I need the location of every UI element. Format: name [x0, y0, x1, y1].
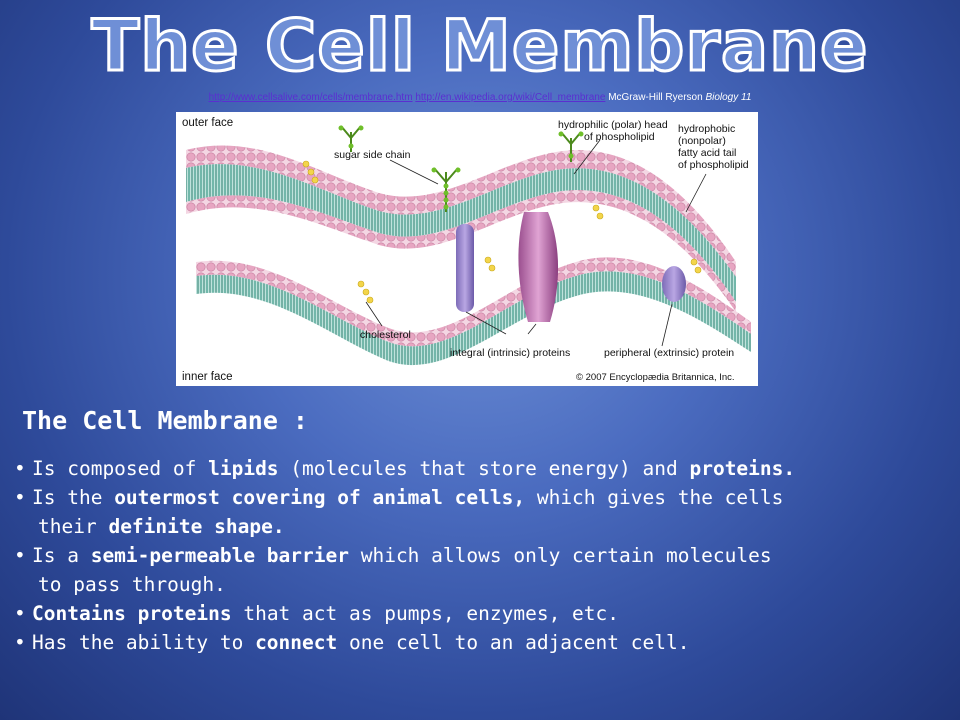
label-peripheral-protein: peripheral (extrinsic) protein [604, 347, 734, 359]
cell-membrane-diagram: outer face inner face sugar side chain h… [176, 112, 758, 386]
bullet-list: Is composed of lipids (molecules that st… [14, 454, 960, 657]
peripheral-protein [662, 266, 686, 302]
source-citations: http://www.cellsalive.com/cells/membrane… [0, 92, 960, 103]
label-tail-line2: (nonpolar) [678, 135, 726, 147]
source-book: Biology 11 [705, 92, 752, 103]
label-tail-line1: hydrophobic [678, 123, 735, 135]
source-link-cellsalive[interactable]: http://www.cellsalive.com/cells/membrane… [208, 92, 413, 103]
label-cholesterol: cholesterol [360, 329, 411, 341]
bullet-item: Contains proteins that act as pumps, enz… [14, 599, 960, 628]
label-outer-face: outer face [182, 117, 233, 129]
bullet-item: Is a semi-permeable barrier which allows… [14, 541, 960, 599]
bilayer-lower-heads [196, 257, 751, 347]
label-sugar-side-chain: sugar side chain [334, 149, 411, 161]
cholesterol-molecules [302, 160, 702, 304]
source-publisher: McGraw-Hill Ryerson [608, 92, 703, 103]
label-head-line1: hydrophilic (polar) head [558, 119, 668, 131]
label-inner-face: inner face [182, 371, 233, 383]
label-tail-line4: of phospholipid [678, 159, 749, 171]
bilayer-lower-tails [196, 271, 751, 366]
source-link-wikipedia[interactable]: http://en.wikipedia.org/wiki/Cell_membra… [415, 92, 606, 103]
bullet-item: Is composed of lipids (molecules that st… [14, 454, 960, 483]
slide-title: The Cell Membrane [90, 4, 869, 89]
integral-protein-1 [456, 224, 474, 312]
label-tail-line3: fatty acid tail [678, 147, 736, 159]
bullet-item: Has the ability to connect one cell to a… [14, 628, 960, 657]
bilayer-upper-tails [186, 164, 736, 302]
sugar-beads [338, 125, 584, 210]
bilayer-upper-heads [186, 145, 736, 277]
integral-protein-2 [518, 212, 559, 322]
label-head-line2: of phospholipid [584, 131, 655, 143]
label-copyright: © 2007 Encyclopædia Britannica, Inc. [576, 372, 735, 383]
label-integral-proteins: integral (intrinsic) proteins [450, 347, 570, 359]
bullet-item: Is the outermost covering of animal cell… [14, 483, 960, 541]
section-heading: The Cell Membrane : [22, 406, 308, 435]
